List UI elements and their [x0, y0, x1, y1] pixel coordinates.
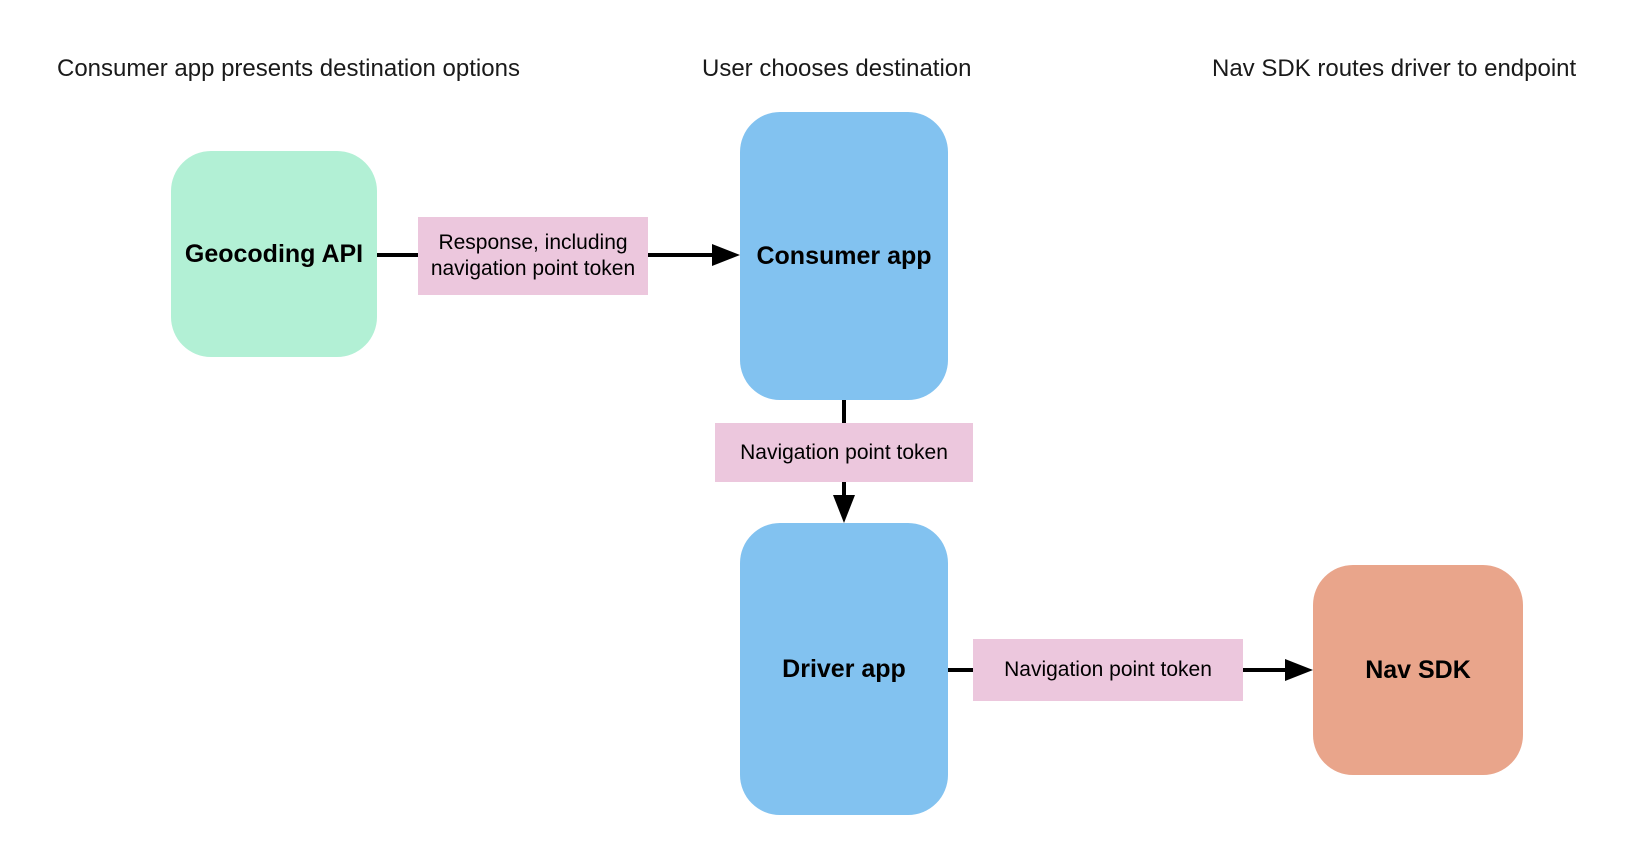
arrowhead-into-nav-sdk-icon	[1285, 659, 1313, 681]
stage-header-navsdk-routes: Nav SDK routes driver to endpoint	[1212, 55, 1577, 82]
node-geocoding-api: Geocoding API	[171, 151, 377, 357]
edge-label-to-driver-line	[842, 482, 846, 495]
arrowhead-into-driver-app-icon	[833, 495, 855, 523]
edge-label-nav-point-token-horizontal: Navigation point token	[973, 639, 1243, 701]
edge-label-response-token-text: Response, including navigation point tok…	[430, 231, 636, 280]
edge-label-nav-point-token-vertical-text: Navigation point token	[740, 440, 948, 464]
stage-header-user-chooses: User chooses destination	[702, 55, 972, 82]
edge-label-to-consumer-line	[648, 253, 712, 257]
edge-label-nav-point-token-horizontal-text: Navigation point token	[1004, 658, 1212, 681]
edge-label-to-navsdk-line	[1243, 668, 1285, 672]
node-driver-app: Driver app	[740, 523, 948, 815]
edge-geocoding-to-label-line	[377, 253, 418, 257]
node-geocoding-api-label: Geocoding API	[184, 239, 364, 268]
arrowhead-into-consumer-app-icon	[712, 244, 740, 266]
node-consumer-app-label: Consumer app	[756, 241, 932, 270]
edge-label-nav-point-token-vertical: Navigation point token	[715, 423, 973, 482]
node-nav-sdk: Nav SDK	[1313, 565, 1523, 775]
edge-consumer-to-label-line	[842, 400, 846, 423]
node-nav-sdk-label: Nav SDK	[1365, 655, 1471, 684]
node-driver-app-label: Driver app	[782, 654, 906, 683]
edge-driver-to-label-line	[948, 668, 973, 672]
node-consumer-app: Consumer app	[740, 112, 948, 400]
stage-header-consumer-presents: Consumer app presents destination option…	[57, 55, 520, 82]
edge-label-response-token: Response, including navigation point tok…	[418, 217, 648, 295]
